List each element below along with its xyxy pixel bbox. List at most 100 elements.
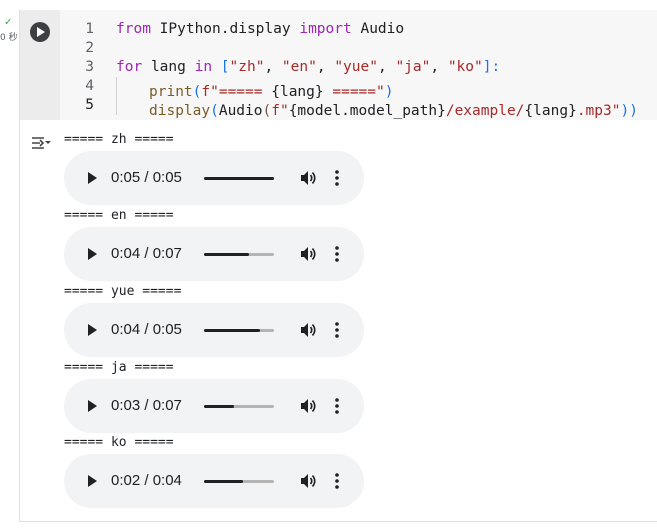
- keyword: in: [194, 59, 213, 75]
- class-name: Audio: [218, 103, 263, 119]
- code-line: 3 for lang in ["zh", "en", "yue", "ja", …: [60, 58, 638, 77]
- output-text: ===== ko =====: [64, 435, 174, 450]
- bracket: (: [262, 103, 272, 119]
- string-literal: .mp3": [576, 103, 621, 119]
- audio-progress-fill: [204, 177, 274, 180]
- run-cell-button[interactable]: [30, 22, 50, 42]
- line-number: 4: [85, 78, 94, 94]
- bracket: [: [220, 59, 230, 75]
- check-icon: ✓: [4, 17, 13, 28]
- audio-progress-bar[interactable]: [204, 253, 274, 256]
- bracket: ]:: [482, 59, 501, 75]
- string-literal: /example/: [445, 103, 525, 119]
- audio-time: 0:04 / 0:07: [111, 245, 182, 262]
- audio-player[interactable]: 0:04 / 0:05: [64, 303, 364, 357]
- volume-icon[interactable]: [298, 244, 318, 264]
- audio-time: 0:02 / 0:04: [111, 472, 182, 489]
- play-icon[interactable]: [88, 324, 97, 336]
- play-icon[interactable]: [88, 172, 97, 184]
- line-number: 1: [85, 21, 94, 37]
- output-block: ===== zh ===== 0:05 / 0:05: [64, 132, 364, 205]
- audio-progress-fill: [204, 329, 260, 332]
- keyword: from: [116, 21, 151, 37]
- output-text: ===== ja =====: [64, 360, 174, 375]
- module-name: IPython.display: [159, 21, 291, 37]
- more-options-icon[interactable]: [332, 471, 342, 491]
- line-number: 3: [85, 59, 94, 75]
- interpolation: {lang}: [524, 103, 577, 119]
- audio-progress-bar[interactable]: [204, 480, 274, 483]
- function-name: print: [149, 84, 193, 100]
- play-icon[interactable]: [88, 400, 97, 412]
- audio-progress-bar[interactable]: [204, 405, 274, 408]
- interpolation: {lang}: [271, 84, 324, 100]
- audio-progress-bar[interactable]: [204, 329, 274, 332]
- audio-player[interactable]: 0:02 / 0:04: [64, 454, 364, 508]
- more-options-icon[interactable]: [332, 168, 342, 188]
- code-editor[interactable]: 1 from IPython.display import Audio 2 3 …: [20, 10, 657, 120]
- string-literal: f": [271, 103, 289, 119]
- bracket: )): [620, 103, 638, 119]
- volume-icon[interactable]: [298, 471, 318, 491]
- audio-time: 0:05 / 0:05: [111, 169, 182, 186]
- output-text: ===== en =====: [64, 208, 174, 223]
- audio-progress-fill: [204, 480, 243, 483]
- variable: lang: [150, 59, 186, 75]
- output-block: ===== ko ===== 0:02 / 0:04: [64, 435, 364, 508]
- code-line: 5 display(Audio(f"{model.model_path}/exa…: [60, 96, 638, 119]
- string-literal: "ja": [395, 59, 431, 75]
- output-block: ===== yue ===== 0:04 / 0:05: [64, 284, 364, 357]
- separator: ,: [430, 59, 448, 75]
- audio-player[interactable]: 0:05 / 0:05: [64, 151, 364, 205]
- play-icon[interactable]: [88, 475, 97, 487]
- code-line: 4 print(f"===== {lang} ====="): [60, 77, 638, 100]
- string-literal: "ko": [447, 59, 483, 75]
- string-literal: f"=====: [201, 84, 272, 100]
- function-name: display: [149, 103, 211, 119]
- separator: ,: [316, 59, 335, 75]
- separator: ,: [264, 59, 282, 75]
- string-literal: =====": [323, 84, 385, 100]
- code-lines[interactable]: 1 from IPython.display import Audio 2 3 …: [60, 20, 638, 119]
- audio-time: 0:03 / 0:07: [111, 397, 182, 414]
- code-line: 2: [60, 39, 638, 58]
- output-collapse-icon[interactable]: [31, 136, 51, 150]
- keyword: for: [116, 59, 143, 75]
- play-icon[interactable]: [88, 248, 97, 260]
- output-block: ===== en ===== 0:04 / 0:07: [64, 208, 364, 281]
- keyword: import: [299, 21, 352, 37]
- line-number: 5: [85, 97, 94, 113]
- string-literal: "zh": [229, 59, 265, 75]
- output-text: ===== yue =====: [64, 284, 182, 299]
- more-options-icon[interactable]: [332, 396, 342, 416]
- separator: ,: [377, 59, 396, 75]
- code-line: 1 from IPython.display import Audio: [60, 20, 638, 39]
- interpolation: {model.model_path}: [288, 103, 446, 119]
- bracket: (: [210, 103, 219, 119]
- indent-guide: [116, 96, 149, 115]
- audio-progress-bar[interactable]: [204, 177, 274, 180]
- indent-guide: [116, 77, 149, 96]
- output-text: ===== zh =====: [64, 132, 174, 147]
- more-options-icon[interactable]: [332, 244, 342, 264]
- import-name: Audio: [360, 21, 405, 37]
- exec-status: ✓ 0 秒: [0, 18, 22, 48]
- bracket: ): [384, 84, 394, 100]
- volume-icon[interactable]: [298, 396, 318, 416]
- audio-player[interactable]: 0:03 / 0:07: [64, 379, 364, 433]
- string-literal: "yue": [334, 59, 378, 75]
- audio-progress-fill: [204, 253, 249, 256]
- code-cell[interactable]: 1 from IPython.display import Audio 2 3 …: [19, 10, 657, 522]
- audio-player[interactable]: 0:04 / 0:07: [64, 227, 364, 281]
- audio-time: 0:04 / 0:05: [111, 321, 182, 338]
- volume-icon[interactable]: [298, 320, 318, 340]
- exec-time: 0 秒: [0, 33, 18, 43]
- output-block: ===== ja ===== 0:03 / 0:07: [64, 360, 364, 433]
- more-options-icon[interactable]: [332, 320, 342, 340]
- bracket: (: [192, 84, 202, 100]
- run-column: [20, 10, 60, 120]
- string-literal: "en": [281, 59, 317, 75]
- line-number: 2: [85, 40, 94, 56]
- volume-icon[interactable]: [298, 168, 318, 188]
- play-icon: [37, 27, 45, 37]
